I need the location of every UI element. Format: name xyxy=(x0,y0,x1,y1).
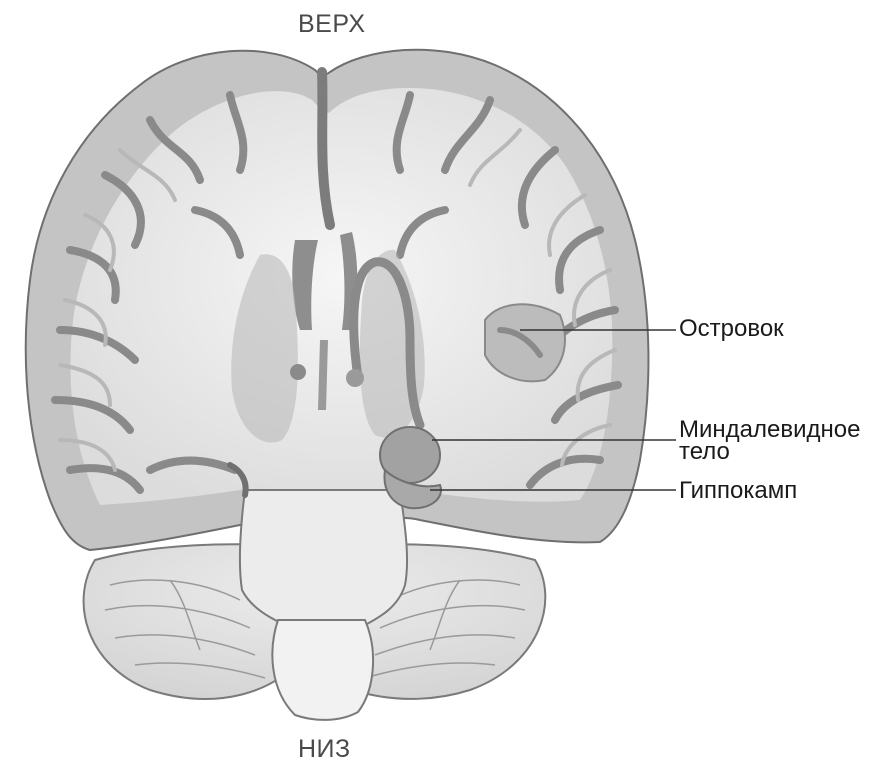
insula-callout: Островок xyxy=(679,318,784,340)
orientation-bottom-label: НИЗ xyxy=(298,737,351,762)
hippocampus-callout: Гиппокамп xyxy=(679,480,797,502)
amygdala-callout: Миндалевидное тело xyxy=(679,419,860,463)
amygdala-callout-line2: тело xyxy=(679,441,860,463)
orientation-top-label: ВЕРХ xyxy=(298,12,366,37)
insula-region xyxy=(485,304,565,381)
cerebrum xyxy=(26,50,649,550)
